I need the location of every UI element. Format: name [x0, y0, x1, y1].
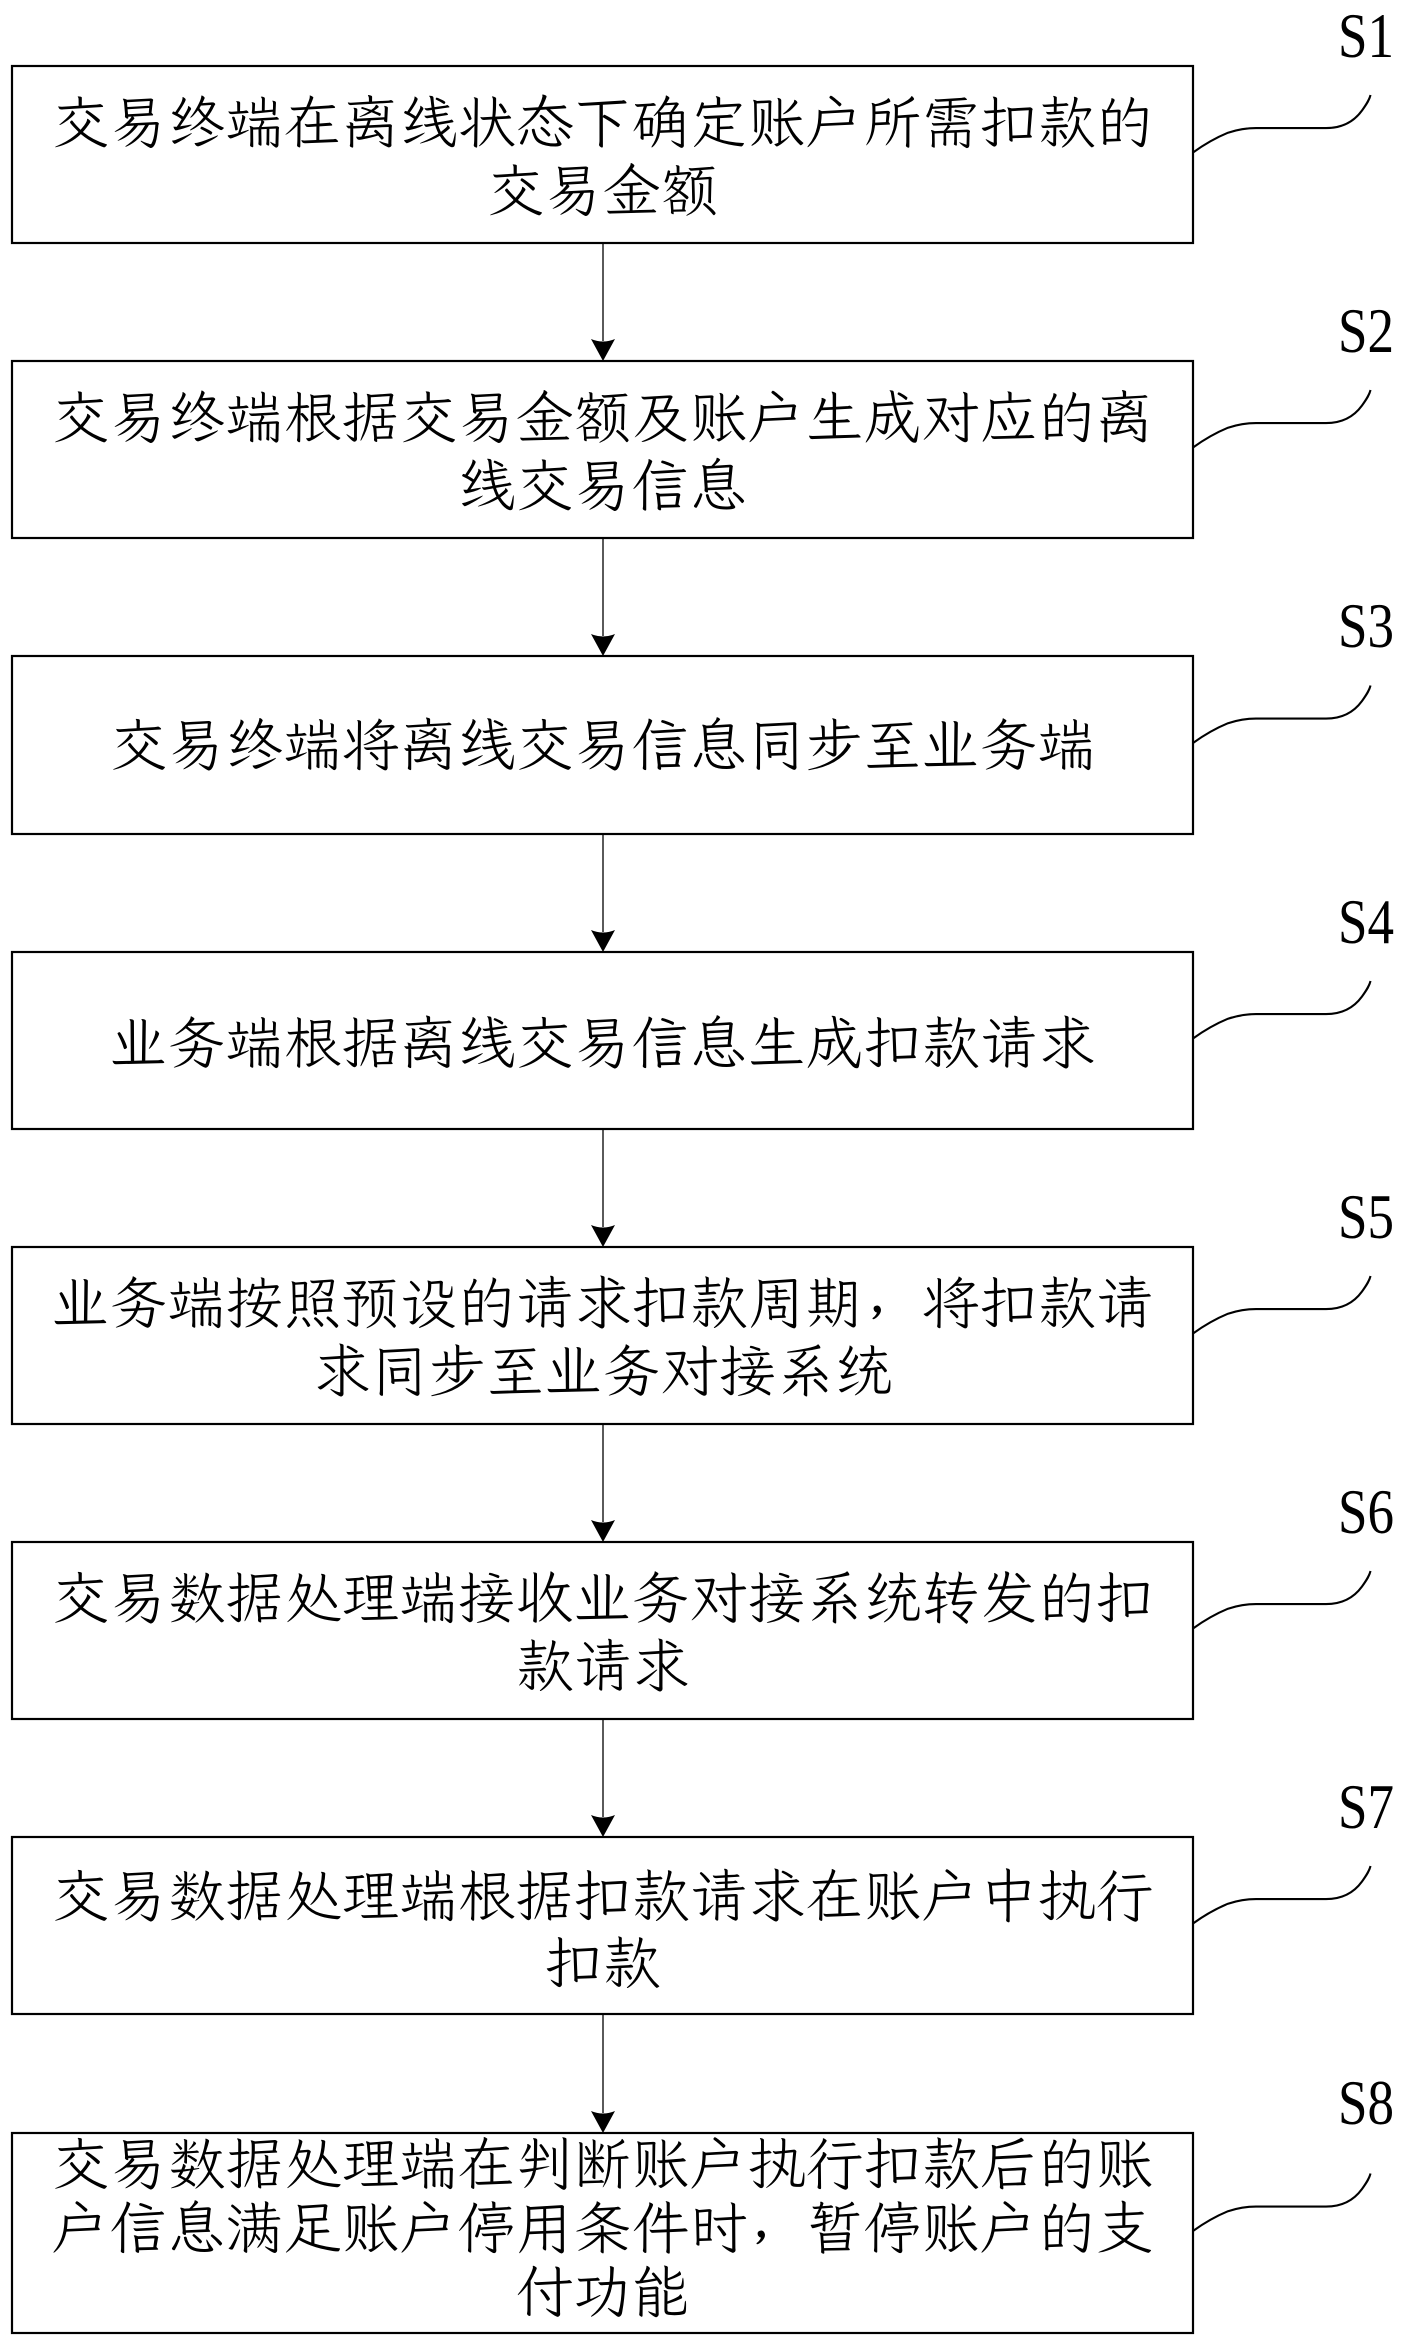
svg-text:S6: S6	[1338, 1476, 1394, 1547]
svg-text:S5: S5	[1338, 1181, 1394, 1252]
svg-text:S3: S3	[1338, 590, 1394, 661]
svg-text:S7: S7	[1338, 1771, 1394, 1842]
svg-text:S1: S1	[1338, 0, 1394, 71]
svg-text:S4: S4	[1338, 886, 1394, 957]
svg-text:S8: S8	[1338, 2067, 1394, 2138]
svg-text:S2: S2	[1338, 295, 1394, 366]
